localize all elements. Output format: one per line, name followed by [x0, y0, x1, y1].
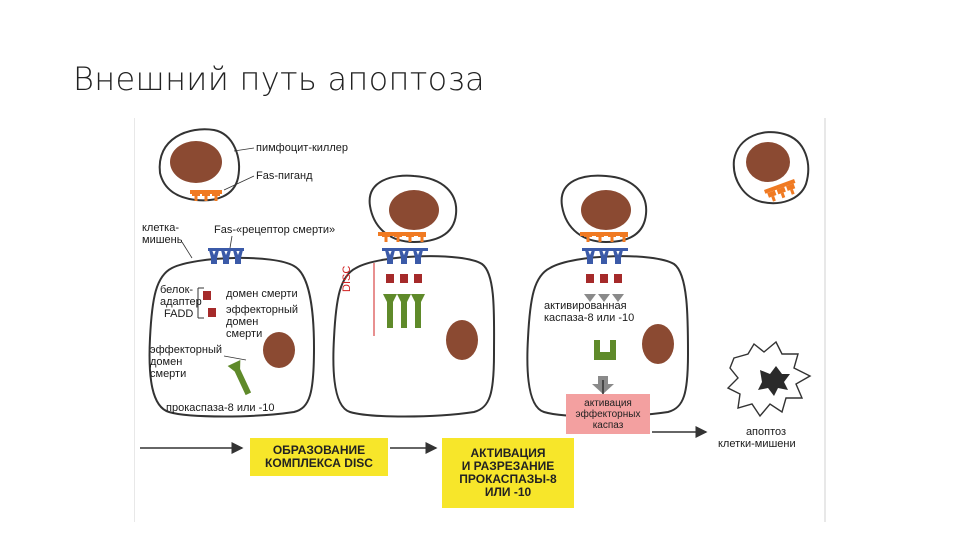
killer-cell: [158, 128, 240, 202]
stage-activation-line3: ПРОКАСПАЗЫ-8: [459, 472, 557, 486]
label-procaspase: прокаспаза-8 или -10: [166, 402, 275, 414]
label-fas-ligand: Fas-пиганд: [256, 170, 313, 182]
label-effector-dd-1: эффекторный: [226, 304, 299, 316]
stage-activation-line2: И РАЗРЕЗАНИЕ: [461, 459, 555, 473]
label-target-cell-1: клетка-: [142, 222, 179, 234]
slide-title: Внешний путь апоптоза: [73, 60, 485, 98]
label-apoptosis-1: апоптоз: [745, 426, 787, 438]
apoptotic-cell: [726, 340, 812, 418]
label-effector-dd-2: домен: [226, 316, 259, 328]
stage-effector-activation: активация эффекторных каспаз: [566, 394, 650, 434]
stage-disc-formation-line1: ОБРАЗОВАНИЕ: [272, 443, 366, 457]
label-effector2-1: эффекторный: [150, 344, 223, 356]
apoptosis-diagram: ​ пимфоцит-киллер Fas-пиганд клетка-: [134, 118, 826, 522]
stage-activation-line4: ИЛИ -10: [484, 485, 532, 499]
label-adapter-3: FADD: [164, 308, 194, 320]
stage-effector-line3: каспаз: [592, 419, 624, 431]
label-death-domain: домен смерти: [226, 288, 298, 300]
label-adapter-1: белок-: [160, 284, 194, 296]
label-activated-caspase-2: каспаза-8 или -10: [544, 312, 635, 324]
label-apoptosis-2: клетки-мишени: [718, 438, 796, 450]
process-arrows: [140, 380, 708, 454]
label-effector2-3: смерти: [150, 368, 187, 380]
label-killer-cell: пимфоцит-киллер: [256, 142, 349, 154]
stage-disc-formation: ОБРАЗОВАНИЕ КОМПЛЕКСА DISC: [250, 438, 388, 476]
label-effector2-2: домен: [150, 356, 183, 368]
label-adapter-2: адаптер: [160, 296, 202, 308]
activation-stage-cells: ​: [526, 174, 690, 418]
label-activated-caspase-1: активированная: [544, 300, 627, 312]
label-disc: DISC: [341, 265, 353, 292]
stage-effector-line1: активация: [584, 397, 632, 409]
stage-disc-formation-line2: КОМПЛЕКСА DISC: [265, 456, 373, 470]
label-effector-dd-3: смерти: [226, 328, 263, 340]
label-target-cell-2: мишень: [142, 234, 183, 246]
nucleus-icon: [170, 141, 222, 183]
diagram-graphics: ​: [134, 118, 826, 522]
stage-effector-line2: эффекторных: [575, 408, 641, 420]
label-fas-receptor: Fas-«рецептор смерти»: [214, 224, 336, 236]
killer-cell-leaving: [732, 131, 810, 205]
target-cell-1: [148, 248, 316, 418]
disc-stage-cells: [332, 174, 496, 418]
stage-activation: АКТИВАЦИЯ И РАЗРЕЗАНИЕ ПРОКАСПАЗЫ-8 ИЛИ …: [442, 438, 574, 508]
stage-activation-line1: АКТИВАЦИЯ: [470, 446, 546, 460]
